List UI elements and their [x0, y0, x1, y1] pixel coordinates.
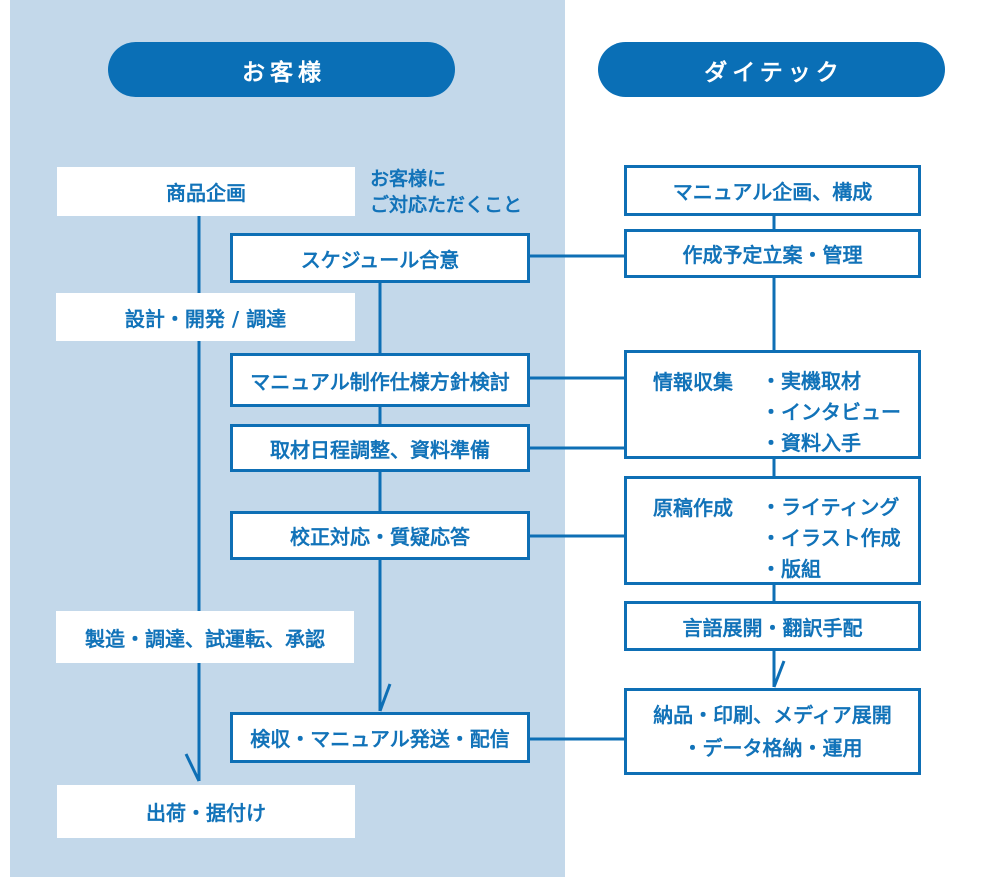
customer-step-shipping-installation: 出荷・据付け	[57, 785, 355, 838]
customer-header-label: お客様	[242, 59, 326, 86]
company-step-information-gathering: 情報収集 ・実機取材 ・インタビュー ・資料入手	[624, 350, 921, 459]
company-step-production-schedule: 作成予定立案・管理	[624, 229, 921, 278]
delivery-line2: ・データ格納・運用	[682, 735, 863, 760]
customer-header-pill: お客様	[108, 42, 455, 97]
company-step-manual-planning: マニュアル企画、構成	[624, 165, 921, 216]
action-flow-arrowhead	[378, 683, 392, 712]
company-header-label: ダイテック	[704, 59, 844, 86]
bullet-item: ・版組	[761, 557, 821, 581]
customer-step-product-planning: 商品企画	[57, 167, 355, 216]
bullet-item: ・資料入手	[761, 431, 861, 455]
customer-action-acceptance-distribution: 検収・マニュアル発送・配信	[230, 712, 530, 763]
company-step-language-translation: 言語展開・翻訳手配	[624, 601, 921, 651]
customer-note-line2: ご対応ただくこと	[370, 194, 523, 216]
company-header-pill: ダイテック	[598, 42, 945, 97]
customer-action-manual-spec-review: マニュアル制作仕様方針検討	[230, 353, 530, 407]
draft-creation-bullets: ・ライティング ・イラスト作成 ・版組	[761, 492, 901, 585]
customer-note-line1: お客様に	[370, 168, 447, 190]
customer-step-manufacturing-approval: 製造・調達、試運転、承認	[56, 611, 354, 663]
bullet-item: ・ライティング	[761, 495, 900, 519]
customer-action-coverage-scheduling: 取材日程調整、資料準備	[230, 424, 530, 472]
company-flow-arrowhead	[772, 660, 786, 688]
delivery-line1: 納品・印刷、メディア展開	[653, 702, 892, 727]
customer-action-proofreading-qa: 校正対応・質疑応答	[230, 511, 530, 560]
bullet-item: ・イラスト作成	[761, 526, 901, 550]
bullet-item: ・インタビュー	[761, 400, 901, 424]
customer-flow-arrowhead	[184, 753, 201, 782]
customer-action-schedule-agreement: スケジュール合意	[230, 233, 530, 283]
company-step-delivery-media: 納品・印刷、メディア展開 ・データ格納・運用	[624, 688, 921, 775]
information-gathering-bullets: ・実機取材 ・インタビュー ・資料入手	[761, 366, 901, 459]
information-gathering-title: 情報収集	[653, 370, 733, 394]
company-step-draft-creation: 原稿作成 ・ライティング ・イラスト作成 ・版組	[624, 476, 921, 585]
customer-note: お客様に ご対応ただくこと	[370, 166, 522, 218]
bullet-item: ・実機取材	[761, 369, 861, 393]
customer-step-design-development: 設計・開発 / 調達	[56, 293, 355, 341]
draft-creation-title: 原稿作成	[653, 496, 733, 520]
